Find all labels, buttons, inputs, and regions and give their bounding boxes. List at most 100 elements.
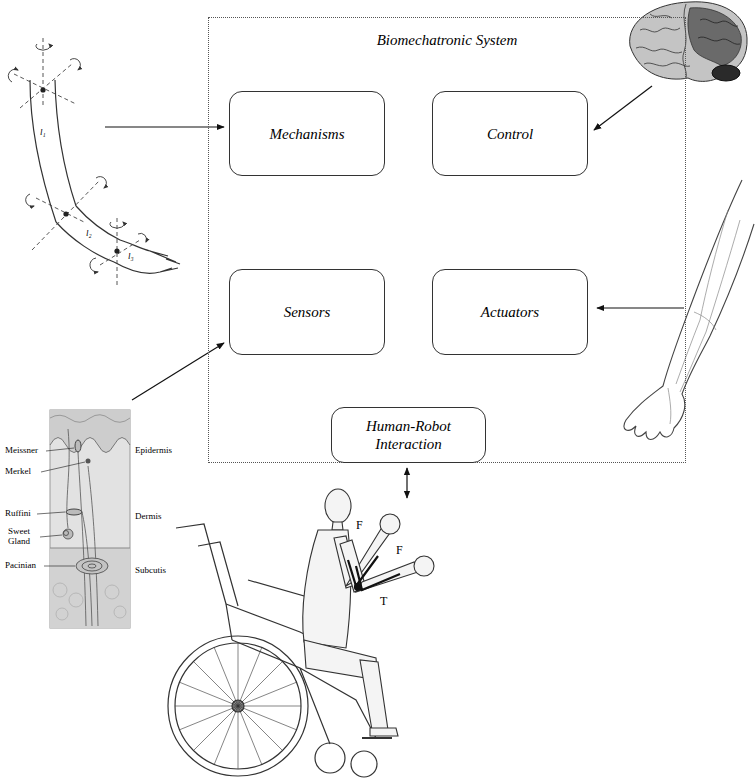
figure-arrows [105, 86, 684, 498]
skin-figure [37, 410, 130, 628]
input-arrow [594, 86, 652, 130]
rotation-arrows [8, 44, 146, 272]
arm-kinematic-figure [30, 80, 180, 273]
sulcus [698, 37, 740, 44]
muscle-lines [668, 210, 740, 424]
input-arrow [132, 343, 224, 400]
epidermis-layer [50, 410, 130, 453]
fat-cell [114, 606, 126, 618]
seated-person [303, 489, 434, 736]
exoskeleton [348, 556, 400, 590]
gland-coil [63, 529, 73, 539]
muscle-line [700, 210, 728, 320]
skin-surface [50, 415, 130, 423]
footrest [362, 737, 392, 739]
cerebellum [712, 65, 740, 81]
leader-line [40, 535, 62, 537]
corpuscle-layer [88, 564, 96, 568]
sulcus [644, 63, 690, 66]
foot [370, 728, 398, 736]
rotation-arrow [70, 59, 80, 70]
brain-figure [630, 2, 747, 82]
ruffini-ending [66, 509, 82, 515]
torque-label: T [380, 595, 387, 608]
part-label: Merkel [5, 467, 31, 477]
fist [414, 556, 434, 576]
part-label: Sweet Gland [8, 527, 38, 547]
box-label: Human-Robot Interaction [353, 417, 465, 453]
leader-line [41, 462, 85, 472]
wheel-rim [168, 636, 308, 776]
gland-coil [64, 531, 69, 536]
fat-cell [69, 593, 83, 607]
merkel-disc [86, 459, 91, 464]
leader-line [37, 512, 65, 514]
subcutis-layer [50, 548, 130, 628]
neck [332, 522, 343, 530]
exoskeleton-link [356, 566, 400, 590]
process-box: Control [432, 91, 588, 176]
segment-label: l₃ [128, 252, 134, 262]
muscle-line [694, 312, 716, 330]
fat-cell [56, 608, 68, 620]
layer-label: Epidermis [135, 446, 172, 456]
layer-boundary [50, 548, 130, 549]
sweat-gland [63, 529, 73, 539]
lower-leg [360, 660, 388, 730]
spoke [179, 682, 297, 730]
caster-wheel [315, 743, 345, 773]
rotation-arrow [90, 258, 98, 272]
shoulder-axis [20, 64, 72, 108]
box-label: Actuators [481, 303, 539, 321]
hand-outline [114, 240, 180, 273]
muscle-line [706, 220, 740, 332]
sulcus [636, 47, 682, 53]
push-handle-frame [176, 524, 232, 640]
exoskeleton-link [348, 556, 378, 586]
gyri-lines [636, 4, 740, 78]
rotation-arrow [110, 222, 124, 228]
head [325, 489, 351, 523]
force-label: F [356, 519, 363, 532]
elbow-joint [63, 211, 68, 216]
leader-lines [37, 448, 85, 566]
exoskeleton-joint [355, 584, 361, 590]
fat-cell [53, 583, 67, 597]
sulcus [640, 28, 680, 32]
caster-wheel [351, 751, 377, 777]
dark-lobe [688, 8, 741, 66]
part-label: Ruffini [5, 509, 31, 519]
force-label: F [396, 544, 403, 557]
cerebrum [630, 2, 747, 82]
tendon-line [668, 388, 671, 424]
box-label: Control [487, 125, 533, 143]
rotation-arrow [26, 194, 34, 206]
fist [380, 514, 400, 534]
nerve-fibre [78, 452, 86, 626]
process-box: Actuators [432, 269, 588, 355]
elbow-axis [32, 180, 100, 250]
part-label: Meissner [5, 446, 38, 456]
process-box: Sensors [229, 269, 385, 355]
arm-outline [624, 180, 754, 440]
push-handle-frame [198, 542, 238, 606]
joint-axes [14, 38, 140, 286]
forearm-edge [76, 206, 120, 240]
layer-label: Dermis [135, 512, 162, 522]
segment-label: l₂ [86, 229, 92, 239]
spoke [179, 682, 297, 730]
sulcus [700, 19, 738, 26]
spokes [175, 643, 301, 769]
shoulder-axis [43, 38, 44, 108]
shoulder-axis [14, 74, 76, 104]
system-title: Biomechatronic System [209, 31, 685, 49]
nerve-fibres [67, 429, 98, 626]
skin-block [50, 410, 130, 628]
leader-line [44, 566, 75, 567]
interaction-arrow [406, 468, 407, 498]
box-label: Sensors [284, 303, 331, 321]
part-label: Pacinian [5, 561, 36, 571]
rotation-arrow [8, 69, 18, 82]
